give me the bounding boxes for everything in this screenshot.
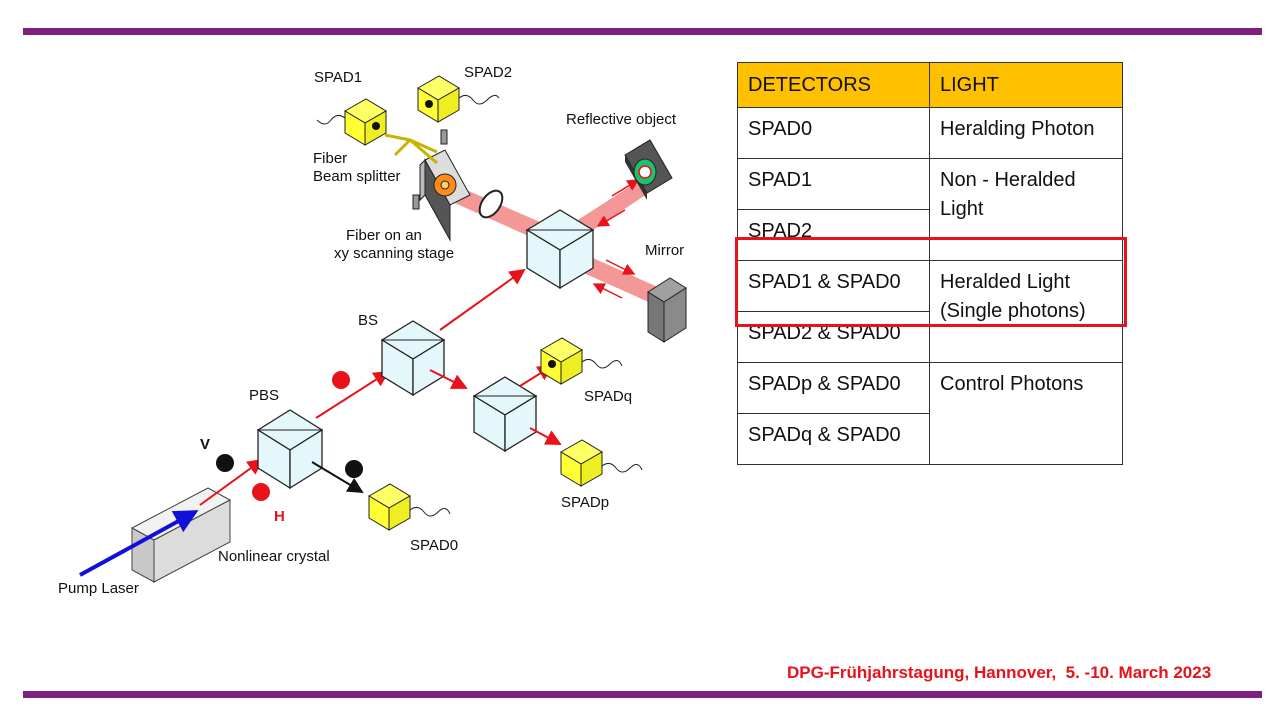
label-v: V bbox=[200, 436, 210, 453]
light-cell: Heralded Light (Single photons) bbox=[929, 260, 1123, 363]
beam-bs-to-cube bbox=[439, 268, 526, 331]
bs2-cube bbox=[472, 376, 538, 453]
optical-setup-diagram: SPAD1 SPAD2 Fiber Beam splitter Fiber on… bbox=[58, 64, 687, 597]
label-pump-laser: Pump Laser bbox=[58, 580, 139, 597]
v-polarization-dot bbox=[216, 454, 234, 472]
spad2-detector bbox=[417, 75, 500, 123]
label-bs: BS bbox=[358, 312, 378, 329]
light-cell: Heralding Photon bbox=[929, 107, 1123, 159]
top-divider bbox=[23, 28, 1262, 35]
beam-pbs-to-spad0 bbox=[311, 461, 364, 494]
label-fiber-stage-line2: xy scanning stage bbox=[334, 245, 454, 262]
lens bbox=[478, 189, 504, 219]
detector-light-table: DETECTORS LIGHT SPAD0 Heralding Photon S… bbox=[737, 62, 1123, 465]
light-cell: Control Photons bbox=[929, 362, 1123, 465]
label-fiber-bs-line2: Beam splitter bbox=[313, 168, 401, 185]
h-polarization-dot bbox=[252, 483, 270, 501]
label-spadq: SPADq bbox=[584, 388, 632, 405]
beam-pbs-to-bs bbox=[315, 370, 390, 419]
label-spad1: SPAD1 bbox=[314, 69, 362, 86]
fiber-beam-splitter bbox=[384, 133, 438, 165]
label-spad0: SPAD0 bbox=[410, 537, 458, 554]
label-reflective-object: Reflective object bbox=[566, 111, 677, 128]
label-h: H bbox=[274, 508, 285, 525]
detector-cell: SPAD2 bbox=[737, 209, 930, 261]
pbs-cube bbox=[256, 409, 324, 490]
photon-dot-black bbox=[345, 460, 363, 478]
detector-cell: SPADp & SPAD0 bbox=[737, 362, 930, 414]
beam-bs2-to-spadp bbox=[529, 427, 562, 445]
bottom-divider bbox=[23, 691, 1262, 698]
bs-cube bbox=[380, 320, 446, 397]
photon-dot-red bbox=[332, 371, 350, 389]
spad1-detector bbox=[316, 98, 387, 146]
label-pbs: PBS bbox=[249, 387, 279, 404]
column-header-light: LIGHT bbox=[929, 62, 1123, 108]
label-mirror: Mirror bbox=[645, 242, 684, 259]
detector-cell: SPAD0 bbox=[737, 107, 930, 159]
table-row: SPAD2 bbox=[737, 209, 1123, 261]
label-spad2: SPAD2 bbox=[464, 64, 512, 81]
mirror bbox=[647, 277, 687, 343]
beam-to-reflective-object bbox=[570, 180, 647, 240]
table-row: SPAD1 & SPAD0 Heralded Light (Single pho… bbox=[737, 260, 1123, 363]
beam-crystal-to-pbs bbox=[199, 458, 264, 506]
conference-footer: DPG-Frühjahrstagung, Hannover, 5. -10. M… bbox=[787, 663, 1212, 682]
table-header-row: DETECTORS LIGHT bbox=[737, 62, 1123, 108]
table-row: SPADq & SPAD0 bbox=[737, 413, 1123, 465]
column-header-detectors: DETECTORS bbox=[737, 62, 930, 108]
light-cell: Non - Heralded Light bbox=[929, 158, 1123, 261]
pump-laser-beam bbox=[79, 510, 199, 577]
central-beam-splitter-cube bbox=[525, 209, 595, 290]
label-fiber-stage-line1: Fiber on an bbox=[346, 227, 422, 244]
table-row: SPAD0 Heralding Photon bbox=[737, 107, 1123, 159]
table-row: SPADp & SPAD0 Control Photons bbox=[737, 362, 1123, 465]
nonlinear-crystal bbox=[130, 487, 232, 583]
beam-bs-to-bs2 bbox=[429, 369, 468, 389]
spadp-detector bbox=[560, 439, 643, 487]
reflective-object bbox=[624, 139, 673, 200]
spadq-detector bbox=[540, 337, 623, 385]
label-nonlinear-crystal: Nonlinear crystal bbox=[218, 548, 330, 565]
label-spadp: SPADp bbox=[561, 494, 609, 511]
label-fiber-bs-line1: Fiber bbox=[313, 150, 347, 167]
detector-cell: SPAD1 bbox=[737, 158, 930, 210]
heralded-light-highlight-box bbox=[735, 237, 1127, 327]
spad0-detector bbox=[368, 483, 451, 531]
detector-cell: SPADq & SPAD0 bbox=[737, 413, 930, 465]
table-row: SPAD1 Non - Heralded Light bbox=[737, 158, 1123, 261]
